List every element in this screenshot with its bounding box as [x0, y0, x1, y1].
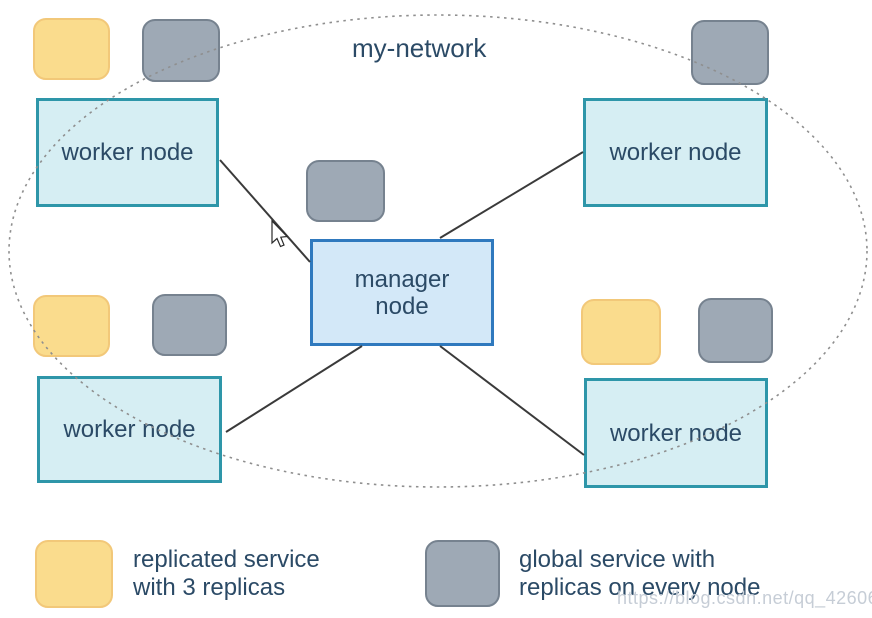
legend-global-service-swatch	[425, 540, 500, 607]
worker-node-top-left: worker node	[36, 98, 219, 207]
link-manager-to-worker-top-left	[219, 159, 311, 263]
replicated-service-square	[33, 295, 110, 357]
link-manager-to-worker-bottom-left	[225, 345, 363, 433]
legend-replicated-line2: with 3 replicas	[133, 574, 286, 601]
worker-node-label: worker node	[609, 419, 743, 447]
global-service-square	[698, 298, 773, 363]
replicated-service-square	[581, 299, 661, 365]
legend-replicated-line1: replicated service	[133, 546, 320, 573]
global-service-square	[142, 19, 220, 82]
worker-node-bottom-right: worker node	[584, 378, 768, 488]
legend-global-line2: replicas on every node	[519, 574, 761, 601]
worker-node-label: worker node	[63, 416, 196, 443]
legend-global-service-text: global service with replicas on every no…	[519, 546, 760, 602]
worker-node-top-right: worker node	[583, 98, 768, 207]
legend-replicated-service-swatch	[35, 540, 113, 608]
manager-node-label: manager node	[354, 265, 450, 320]
worker-node-label: worker node	[61, 139, 194, 166]
global-service-square	[691, 20, 769, 85]
link-manager-to-worker-bottom-right	[439, 345, 585, 456]
worker-node-bottom-left: worker node	[37, 376, 222, 483]
legend-replicated-service-text: replicated service with 3 replicas	[133, 546, 320, 602]
legend-global-line1: global service with	[519, 546, 716, 573]
link-manager-to-worker-top-right	[439, 151, 584, 239]
watermark-text: https://blog.csdn.net/qq_42606136	[617, 588, 872, 608]
global-service-square	[306, 160, 385, 222]
worker-node-label: worker node	[609, 139, 742, 166]
replicated-service-square	[33, 18, 110, 80]
network-label: my-network	[352, 33, 487, 63]
global-service-square	[152, 294, 227, 356]
manager-node: manager node	[310, 239, 494, 346]
mouse-cursor-icon	[271, 219, 289, 248]
